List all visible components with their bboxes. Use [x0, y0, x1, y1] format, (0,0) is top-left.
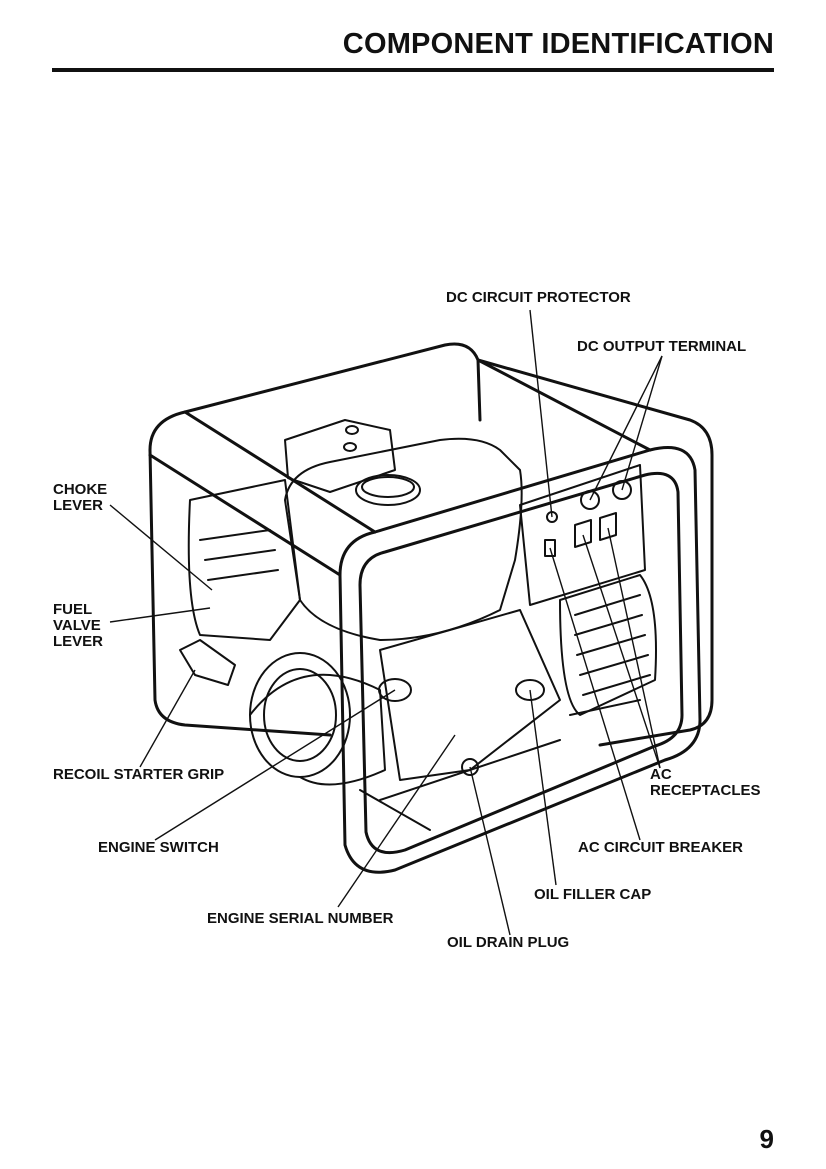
leader-choke-lever — [110, 505, 212, 590]
recoil-grip-shape — [180, 640, 235, 685]
label-choke-lever: CHOKE LEVER — [53, 482, 107, 514]
frame-left — [150, 450, 330, 735]
crankcase — [380, 610, 560, 780]
label-ac-circuit-breaker: AC CIRCUIT BREAKER — [578, 840, 743, 856]
frame-inner-front — [360, 473, 682, 852]
leader-recoil-starter-grip — [140, 670, 195, 767]
label-recoil-starter-grip: RECOIL STARTER GRIP — [53, 767, 224, 783]
leader-engine-switch — [155, 690, 395, 840]
fuel-tank — [285, 439, 522, 640]
air-cleaner — [285, 420, 395, 492]
label-dc-circuit-protector: DC CIRCUIT PROTECTOR — [446, 290, 631, 306]
label-oil-filler-cap: OIL FILLER CAP — [534, 887, 651, 903]
leader-oil-drain-plug — [470, 767, 510, 935]
label-dc-output-terminal: DC OUTPUT TERMINAL — [577, 339, 746, 355]
label-fuel-valve-lever: FUEL VALVE LEVER — [53, 602, 103, 650]
label-oil-drain-plug: OIL DRAIN PLUG — [447, 935, 569, 951]
label-engine-switch: ENGINE SWITCH — [98, 840, 219, 856]
frame-rear-loop — [150, 344, 480, 450]
page-number: 9 — [760, 1124, 774, 1155]
frame-right-rear — [478, 360, 712, 745]
control-panel — [520, 465, 645, 605]
leader-ac-receptacles-b — [608, 528, 660, 768]
label-engine-serial-number: ENGINE SERIAL NUMBER — [207, 911, 393, 927]
leader-ac-receptacles-a — [583, 535, 660, 768]
label-ac-receptacles: AC RECEPTACLES — [650, 767, 761, 799]
